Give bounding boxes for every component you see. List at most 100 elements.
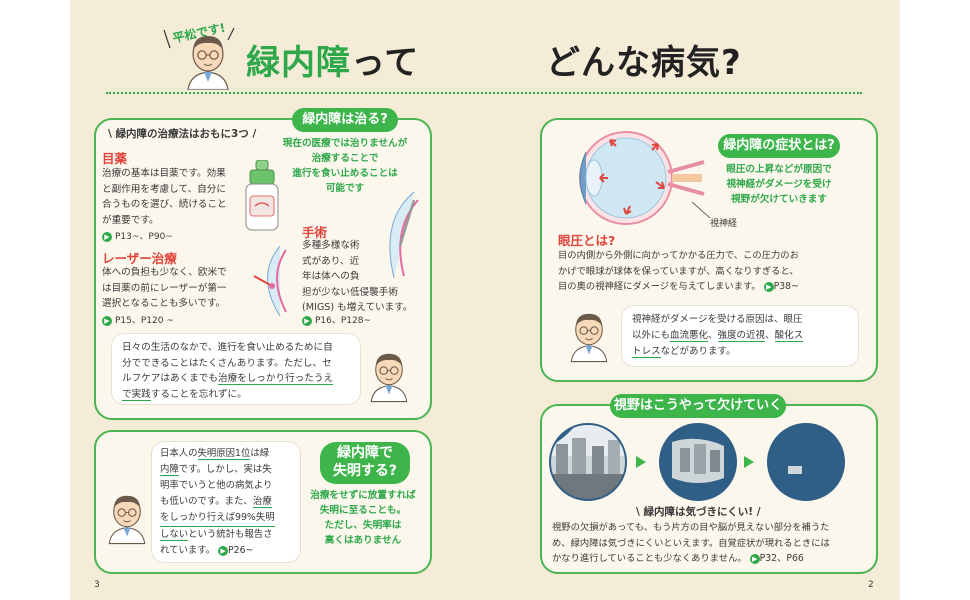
underlined-text: 強度の近視 xyxy=(717,330,766,342)
doctor-avatar xyxy=(187,36,229,90)
underlined-text: 内障 xyxy=(160,464,179,476)
treatment-pill-label: 緑内障は治る? xyxy=(302,112,388,127)
nerve-damage-bubble xyxy=(622,306,858,366)
pill-line: 可能です xyxy=(325,183,365,194)
arrow-icon: ▶ xyxy=(218,546,229,556)
text-line: 年は体への負 xyxy=(302,271,360,282)
header-divider xyxy=(106,92,862,94)
underlined-text: 失明原因1位 xyxy=(197,448,251,460)
treatment-pill: 緑内障は治る? xyxy=(292,108,398,132)
doctor-avatar xyxy=(570,313,608,363)
pill-line: 失明する? xyxy=(332,463,398,479)
drug-text: 治療の基本は目薬です。効果 と副作用を考慮して、自分に 合うものを選び、続けるこ… xyxy=(102,166,242,228)
page-number-left: 3 xyxy=(94,580,100,590)
drug-ref: ▶P13~、P90~ xyxy=(102,229,173,242)
text-line: が重要です。 xyxy=(102,214,159,226)
optic-nerve-label: 視神経 xyxy=(710,216,737,229)
symptoms-pill-text: 眼圧の上昇などが原因で 視神経がダメージを受け 視野が欠けていきます xyxy=(706,162,852,207)
text-part: も低いのです。また、 xyxy=(160,496,253,507)
laser-ref: ▶P15、P120 ~ xyxy=(102,313,174,326)
underlined-text: で実践 xyxy=(122,388,151,401)
vision-ref-text: P32、P66 xyxy=(759,553,804,564)
text-line: ルフケアはあくまでも治療をしっかり行ったうえ xyxy=(122,371,360,387)
blindness-bubble xyxy=(152,442,300,562)
laser-ref-text: P15、P120 ~ xyxy=(115,316,174,326)
text-line: 視神経がダメージを受ける原因は、眼圧 xyxy=(632,314,803,325)
arrow-icon: ▶ xyxy=(102,232,112,242)
text-part: かなり進行していることも少なくありません。 xyxy=(552,553,747,564)
vision-loss-sequence-illustration xyxy=(549,423,845,501)
blindness-ref-text: P26~ xyxy=(228,545,254,556)
text-line: 日本人の失明原因1位は緑 xyxy=(160,446,298,462)
vision-caption-text: 緑内障は気づきにくい! xyxy=(643,506,754,518)
arrow-icon: ▶ xyxy=(102,316,112,326)
selfcare-bubble xyxy=(112,334,360,404)
text-part: することを忘れずに。 xyxy=(150,388,247,400)
text-part: ルフケアはあくまでも xyxy=(122,373,218,384)
title-particle: って xyxy=(351,43,420,83)
text-line: 多種多様な術 xyxy=(302,240,360,251)
text-line: 合うものを選び、続けること xyxy=(102,199,227,210)
text-line: 以外にも血流悪化、強度の近視、酸化ス xyxy=(632,328,858,344)
text-line: で実践することを忘れずに。 xyxy=(122,387,360,403)
pill-line: 失明に至ることも。 xyxy=(319,505,407,516)
text-part: 、 xyxy=(708,330,718,341)
text-line: は目薬の前にレーザーが第一 xyxy=(102,282,227,294)
treatment-heading-text: 緑内障の治療法はおもに3つ xyxy=(115,128,249,140)
text-line: 日々の生活のなかで、進行を食い止めるために自 xyxy=(122,342,333,353)
pill-line: ただし、失明率は xyxy=(324,520,402,531)
text-part: 日本人の xyxy=(160,448,198,459)
page-title-right: どんな病気? xyxy=(546,35,742,84)
text-line: 治療の基本は目薬です。効果 xyxy=(102,168,226,179)
eyedrop-bottle-illustration xyxy=(245,160,279,231)
vision-caption: \ 緑内障は気づきにくい! / xyxy=(636,506,761,518)
text-part: は緑 xyxy=(250,448,270,459)
doctor-avatar xyxy=(370,353,408,403)
drug-title: 目薬 xyxy=(102,151,128,166)
nerve-damage-text: 視神経がダメージを受ける原因は、眼圧 以外にも血流悪化、強度の近視、酸化ス トレ… xyxy=(632,312,858,360)
doctor-avatar xyxy=(108,495,146,545)
underlined-text: 治療 xyxy=(252,496,272,508)
underlined-text: しない xyxy=(160,529,189,541)
blindness-pill: 緑内障で 失明する? xyxy=(320,442,410,484)
eye-cross-section-illustration xyxy=(579,131,705,225)
vision-text: 視野の欠損があっても、もう片方の目や脳が見えない部分を補うた め、緑内障は気づき… xyxy=(552,520,870,567)
drug-ref-text: P13~、P90~ xyxy=(115,232,173,242)
pill-line: 緑内障で xyxy=(337,445,393,461)
selfcare-text: 日々の生活のなかで、進行を食い止めるために自 分でできることはたくさんあります。… xyxy=(122,340,360,402)
text-line: 視野の欠損があっても、もう片方の目や脳が見えない部分を補うた xyxy=(552,522,830,533)
text-line: 明率でいうと他の病気より xyxy=(160,480,273,491)
vision-pill: 視野はこうやって欠けていく xyxy=(610,394,786,418)
optic-nerve-label-text: 視神経 xyxy=(710,219,738,229)
blindness-text: 日本人の失明原因1位は緑 内障です。しかし、実は失 明率でいうと他の病気より も… xyxy=(160,446,298,559)
surgery-text: 多種多様な術 式があり、近 年は体への負 担が少ない低侵襲手術 (MIGS) も… xyxy=(302,238,432,316)
text-line: 選択となることも多いです。 xyxy=(102,298,226,309)
text-line: と副作用を考慮して、自分に xyxy=(102,183,226,195)
text-line: 目の内側から外側に向かってかかる圧力で、この圧力のお xyxy=(558,250,799,261)
surgery-eye-illustration xyxy=(389,191,419,279)
badge-slash-lines xyxy=(163,27,235,49)
surgery-title: 手術 xyxy=(302,225,328,240)
laser-title: レーザー治療 xyxy=(102,251,177,266)
text-part: という統計も報告さ xyxy=(188,529,273,540)
iop-ref-text: P38~ xyxy=(773,281,799,292)
text-line: 分でできることはたくさんあります。ただし、セ xyxy=(122,357,332,369)
title-question: どんな病気? xyxy=(546,43,742,83)
iop-text: 目の内側から外側に向かってかかる圧力で、この圧力のお かげで眼球が球体を保ってい… xyxy=(558,248,858,295)
book-spread: 平松です! 緑内障って どんな病気? 緑内障は治る? 現在の医療では治りませんが… xyxy=(70,0,900,600)
treatment-pill-text: 現在の医療では治りませんが 治療することで 進行を食い止めることは 可能です xyxy=(274,136,416,196)
surgery-ref-text: P16、P128~ xyxy=(315,316,372,326)
blindness-pill-text: 治療をせずに放置すれば 失明に至ることも。 ただし、失明率は 高くはありません xyxy=(302,488,424,548)
text-line: 体への負担も少なく、欧米で xyxy=(102,267,227,278)
page-title-left: 緑内障って xyxy=(246,35,419,84)
surgery-ref: ▶P16、P128~ xyxy=(302,313,371,326)
pill-line: 高くはありません xyxy=(324,535,402,546)
text-line: (MIGS) も増えています。 xyxy=(302,302,413,313)
text-line: かなり進行していることも少なくありません。 ▶P32、P66 xyxy=(552,551,870,567)
optic-nerve-pointer xyxy=(691,201,711,219)
text-line: も低いのです。また、治療 xyxy=(160,494,298,510)
underlined-text: 酸化ス xyxy=(774,330,804,342)
vision-pill-label: 視野はこうやって欠けていく xyxy=(613,398,783,413)
treatment-heading: \ 緑内障の治療法はおもに3つ / xyxy=(108,128,257,140)
pill-line: 視野が欠けていきます xyxy=(731,194,827,205)
